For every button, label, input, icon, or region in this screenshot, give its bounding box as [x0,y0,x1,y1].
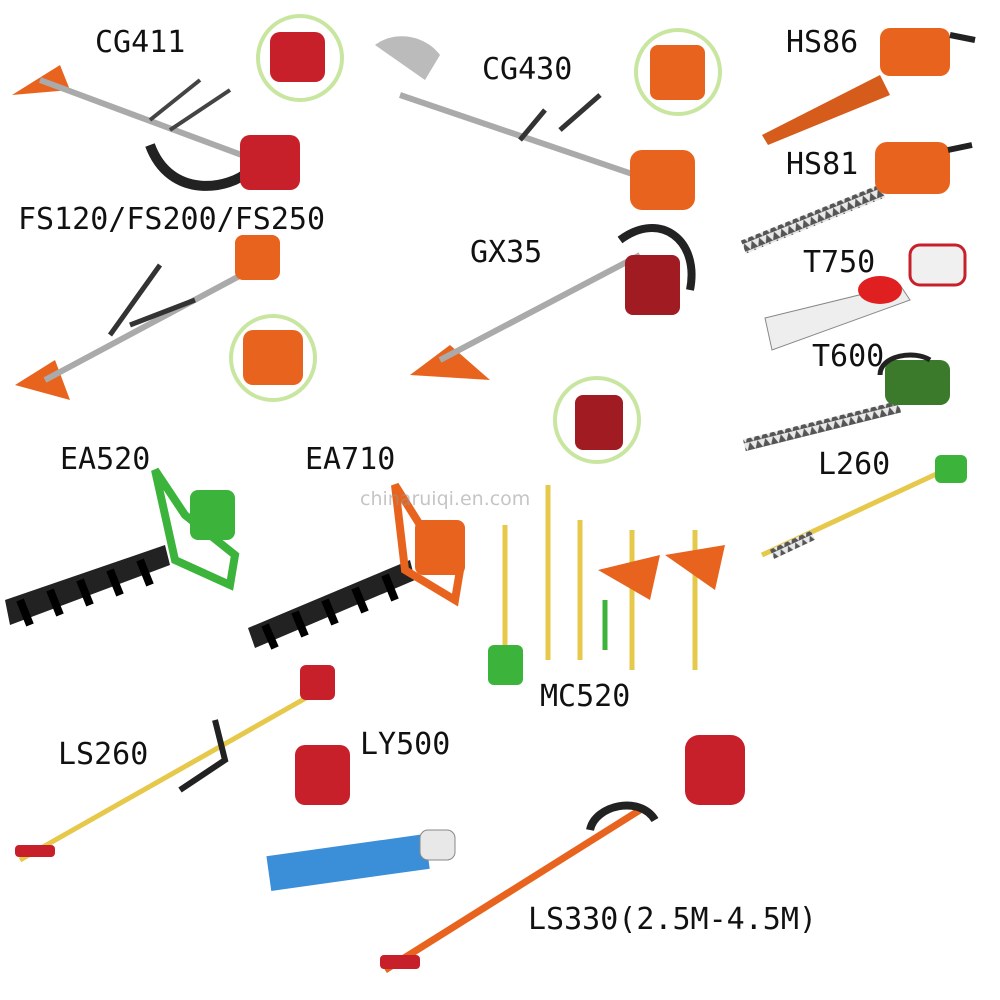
cg430-brush-cutter [375,28,722,210]
ly500-hedge-trimmer [266,745,456,891]
hs81-hedge-trimmer [740,142,973,254]
label-t750: T750 [803,245,876,280]
label-fs-series: FS120/FS200/FS250 [18,202,326,237]
label-ls260: LS260 [58,737,149,772]
cg411-brush-cutter [12,14,344,191]
label-cg411: CG411 [95,25,186,60]
ls330-pole-saw [380,735,745,973]
label-t600: T600 [812,339,885,374]
watermark: chinaruiqi.en.com [360,488,531,510]
t600-hedge-trimmer [742,352,950,452]
ea710-earth-auger [248,482,465,650]
ea520-earth-auger [5,467,240,627]
label-cg430: CG430 [482,52,573,87]
fs-series-brush-cutter [15,235,317,402]
label-l260: L260 [818,447,891,482]
label-hs81: HS81 [786,147,859,182]
label-gx35: GX35 [470,235,543,270]
gx35-brush-cutter [410,224,696,464]
label-mc520: MC520 [540,679,631,714]
ls260-pole-saw [15,665,335,863]
t750-hedge-trimmer [764,243,967,351]
label-ls330: LS330(2.5M-4.5M) [528,902,817,937]
label-ea520: EA520 [60,442,151,477]
label-ea710: EA710 [305,442,396,477]
hs86-hedge-trimmer [762,28,976,145]
label-ly500: LY500 [360,727,451,762]
mc520-multi-tool [488,485,725,685]
label-hs86: HS86 [786,25,859,60]
l260-pole-hedge-trimmer [760,455,967,559]
